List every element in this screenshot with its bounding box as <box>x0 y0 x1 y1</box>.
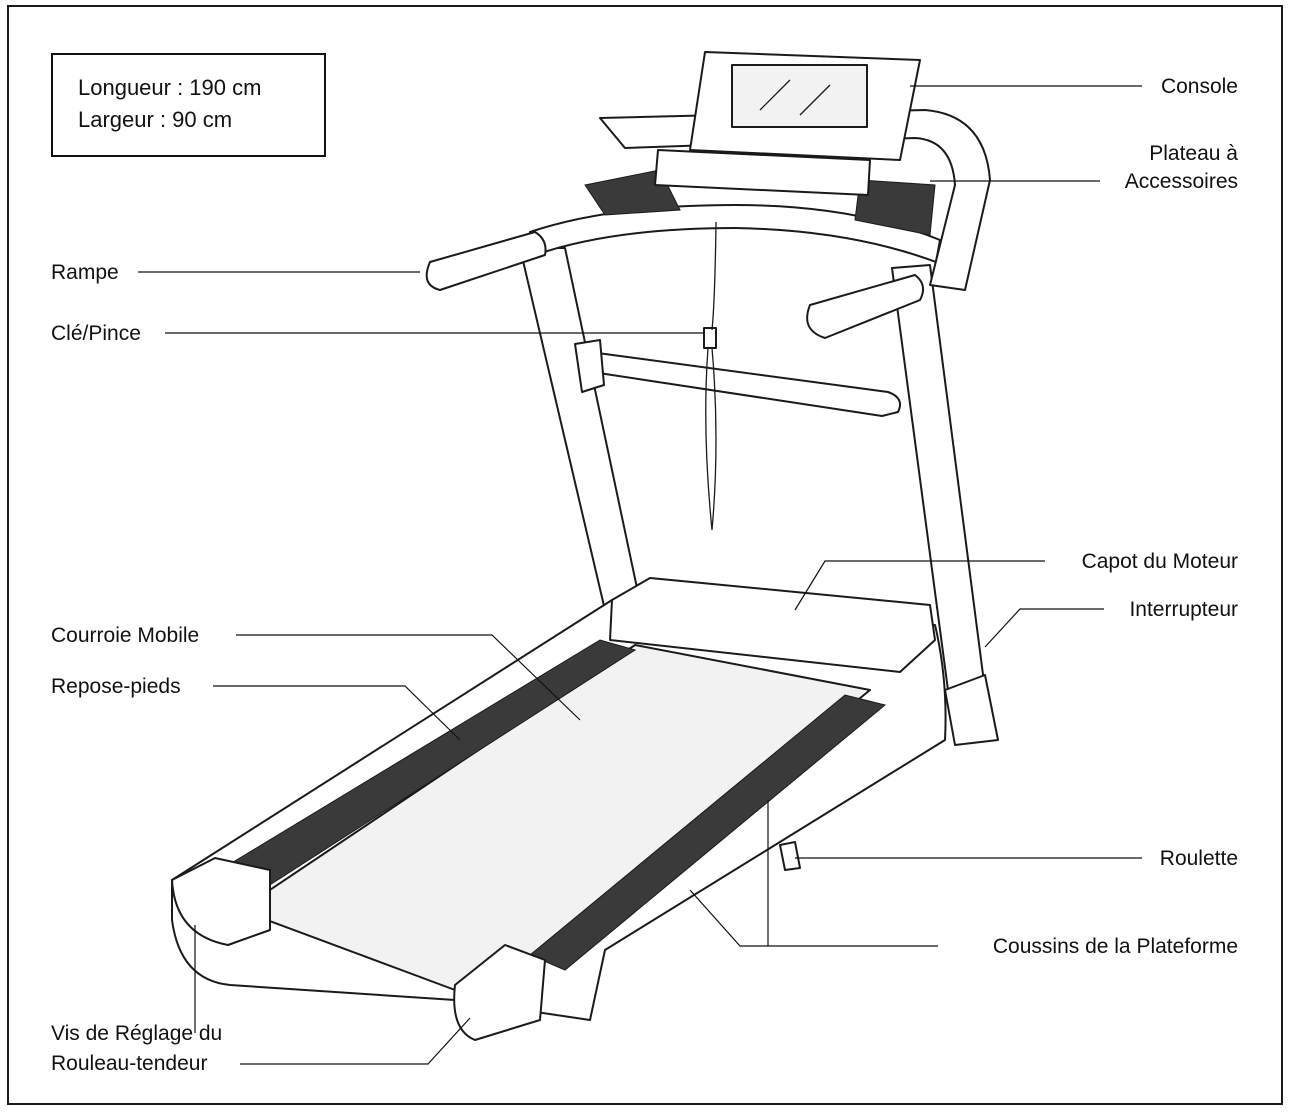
diagram-frame <box>7 5 1283 1105</box>
right-foot-rail <box>529 694 887 971</box>
labels: Console Plateau à Accessoires Rampe Clé/… <box>51 75 1238 1075</box>
console-screen <box>731 64 868 128</box>
label-key-clip: Clé/Pince <box>51 322 141 345</box>
label-foot-rail: Repose-pieds <box>51 675 181 698</box>
label-tray-2: Accessoires <box>1125 170 1238 193</box>
label-motor-hood: Capot du Moteur <box>1082 550 1238 573</box>
upper-frame <box>599 109 991 291</box>
label-tray-1: Plateau à <box>1149 142 1238 165</box>
treadmill-illustration <box>171 51 999 1041</box>
left-end-cap <box>171 857 271 946</box>
key-cord <box>705 221 717 531</box>
safety-key <box>703 327 717 349</box>
label-deck-cushions: Coussins de la Plateforme <box>993 935 1238 958</box>
label-power-switch: Interrupteur <box>1129 598 1238 621</box>
crossbar-bracket <box>574 339 605 393</box>
label-idler-bolt-2: Rouleau-tendeur <box>51 1052 207 1075</box>
label-wheel: Roulette <box>1160 847 1238 870</box>
label-walking-belt: Courroie Mobile <box>51 624 199 647</box>
leader-lines <box>138 85 1142 1065</box>
width-text: Largeur : 90 cm <box>78 107 232 132</box>
label-console: Console <box>1161 75 1238 98</box>
left-upright <box>519 247 649 641</box>
crossbar <box>589 351 901 417</box>
accessory-tray-shape <box>654 149 871 196</box>
label-handrail: Rampe <box>51 261 119 284</box>
right-vent <box>854 179 936 236</box>
length-text: Longueur : 190 cm <box>78 75 261 100</box>
left-handrail <box>425 231 547 291</box>
right-end-cap <box>453 944 546 1041</box>
right-handrail <box>806 274 925 339</box>
wheel-shape <box>779 841 801 871</box>
label-idler-bolt-1: Vis de Réglage du <box>51 1022 222 1045</box>
motor-hood-shape <box>609 577 936 673</box>
dimensions-box: Longueur : 190 cm Largeur : 90 cm <box>51 53 326 157</box>
upright-base <box>944 674 999 746</box>
